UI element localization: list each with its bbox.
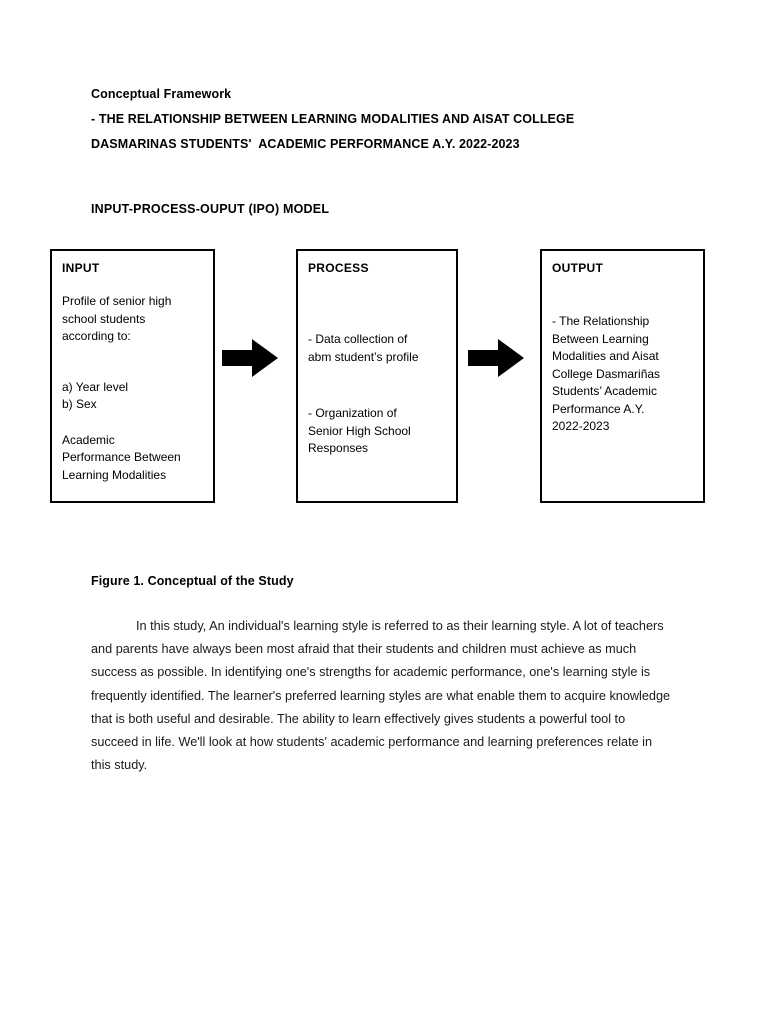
arrow-process-to-output-icon — [468, 339, 524, 377]
ipo-box-process-paragraph-2: - Organization of Senior High School Res… — [308, 406, 411, 455]
conceptual-framework-label: Conceptual Framework — [91, 87, 232, 101]
arrow-input-to-process-icon — [222, 339, 278, 377]
ipo-box-output: OUTPUT - The Relationship Between Learni… — [540, 249, 705, 503]
ipo-box-input-paragraph-2: a) Year level b) Sex — [62, 379, 129, 412]
spacer — [308, 313, 446, 331]
spacer — [62, 346, 203, 379]
figure-caption: Figure 1. Conceptual of the Study — [91, 574, 294, 588]
document-heading: Conceptual Framework - THE RELATIONSHIP … — [91, 82, 691, 157]
study-title-line-2: DASMARINAS STUDENTS' ACADEMIC PERFORMANC… — [91, 137, 520, 151]
spacer — [62, 414, 203, 432]
ipo-box-input-paragraph-1: Profile of senior high school students a… — [62, 294, 172, 343]
spacer — [62, 280, 203, 293]
body-paragraph: In this study, An individual's learning … — [91, 619, 671, 773]
ipo-box-process: PROCESS - Data collection of abm student… — [296, 249, 458, 503]
ipo-box-input-paragraph-3: Academic Performance Between Learning Mo… — [62, 432, 181, 482]
ipo-box-process-paragraph-1: - Data collection of abm student’s profi… — [308, 332, 419, 364]
spacer — [308, 392, 446, 405]
ipo-box-input: INPUT Profile of senior high school stud… — [50, 249, 215, 503]
spacer — [552, 280, 693, 313]
ipo-box-process-title: PROCESS — [308, 261, 369, 275]
ipo-box-output-title: OUTPUT — [552, 261, 604, 275]
ipo-box-output-paragraph-1: - The Relationship Between Learning Moda… — [552, 314, 661, 433]
ipo-model-label: INPUT-PROCESS-OUPUT (IPO) MODEL — [91, 202, 330, 216]
study-title-line-1: - THE RELATIONSHIP BETWEEN LEARNING MODA… — [91, 112, 575, 126]
spacer — [308, 366, 446, 392]
spacer — [308, 280, 446, 313]
ipo-box-input-title: INPUT — [62, 261, 100, 275]
